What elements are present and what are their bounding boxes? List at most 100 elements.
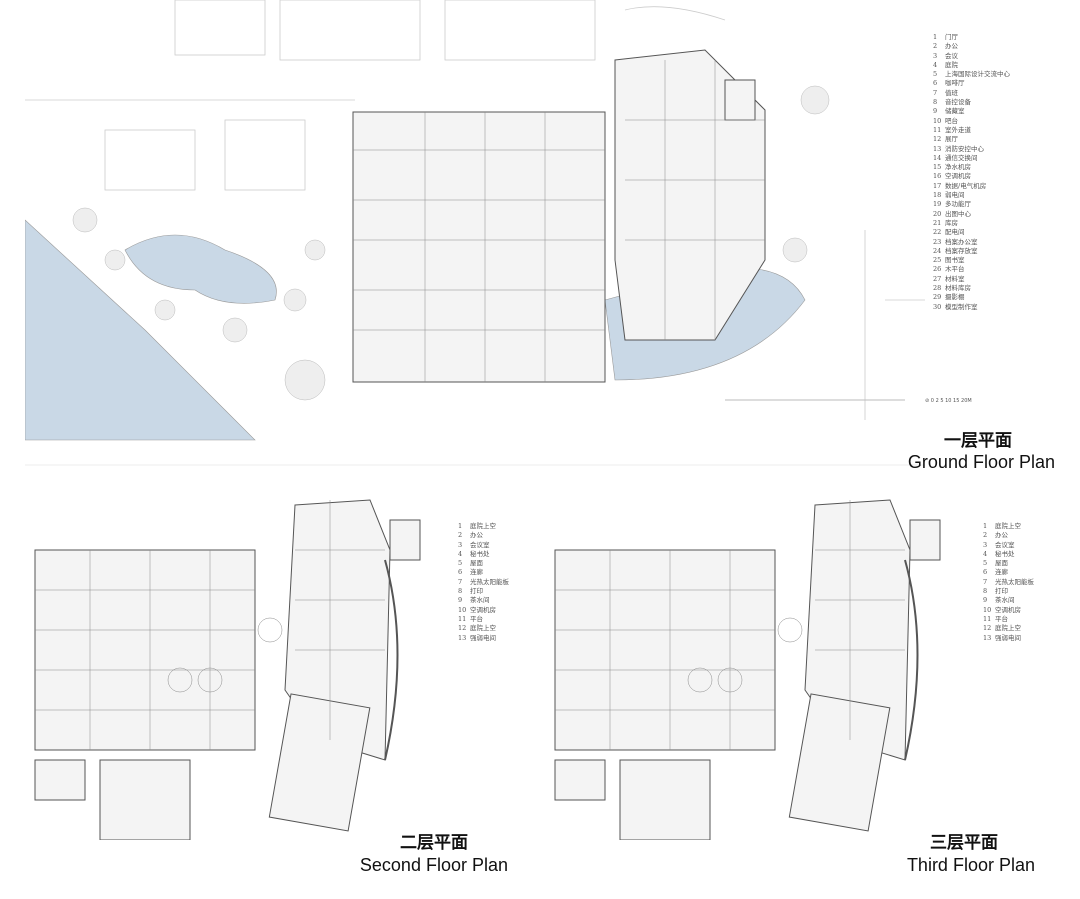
legend-number: 12 bbox=[933, 135, 942, 144]
legend-number: 7 bbox=[983, 577, 988, 586]
legend-number: 8 bbox=[458, 587, 463, 596]
legend-item: 7 光热太阳能板 bbox=[458, 578, 509, 587]
second-floor-title-cn: 二层平面 bbox=[400, 833, 468, 853]
legend-number: 3 bbox=[983, 540, 988, 549]
legend-label: 办公 bbox=[995, 531, 1008, 540]
legend-label: 连廊 bbox=[470, 568, 483, 577]
legend-label: 秘书处 bbox=[995, 549, 1015, 558]
legend-item: 1 庭院上空 bbox=[458, 522, 509, 531]
pond bbox=[124, 234, 277, 304]
legend-item: 1 庭院上空 bbox=[983, 522, 1034, 531]
legend-number: 7 bbox=[458, 577, 463, 586]
legend-number: 9 bbox=[933, 107, 938, 116]
third-floor-plan-drawing bbox=[554, 499, 941, 840]
legend-number: 4 bbox=[933, 60, 938, 69]
legend-label: 消防安控中心 bbox=[945, 144, 984, 153]
legend-number: 27 bbox=[933, 274, 942, 283]
legend-number: 11 bbox=[458, 614, 467, 623]
legend-label: 空调机房 bbox=[945, 172, 971, 181]
legend-item: 9 茶水间 bbox=[983, 596, 1034, 605]
legend-number: 8 bbox=[933, 98, 938, 107]
legend-number: 12 bbox=[458, 624, 467, 633]
third-floor-title-cn: 三层平面 bbox=[930, 833, 998, 853]
legend-label: 庭院上空 bbox=[995, 522, 1021, 530]
legend-label: 展厅 bbox=[945, 135, 958, 144]
legend-label: 办公 bbox=[470, 531, 483, 540]
legend-label: 音控设备 bbox=[945, 98, 971, 107]
legend-number: 10 bbox=[983, 605, 992, 614]
legend-label: 材料库房 bbox=[945, 284, 971, 293]
legend-number: 9 bbox=[458, 596, 463, 605]
legend-label: 室外走道 bbox=[945, 125, 971, 134]
legend-number: 3 bbox=[458, 540, 463, 549]
legend-number: 2 bbox=[458, 531, 463, 540]
legend-label: 庭院 bbox=[945, 60, 958, 69]
legend-item: 9 茶水间 bbox=[458, 596, 509, 605]
legend-label: 光热太阳能板 bbox=[995, 577, 1034, 586]
legend-number: 13 bbox=[983, 633, 992, 642]
legend-number: 20 bbox=[933, 209, 942, 218]
legend-number: 10 bbox=[933, 116, 942, 125]
legend-number: 25 bbox=[933, 256, 942, 265]
legend-number: 7 bbox=[933, 88, 938, 97]
legend-label: 茶水间 bbox=[995, 596, 1015, 605]
legend-label: 强弱电间 bbox=[470, 633, 496, 642]
legend-label: 图书室 bbox=[945, 256, 965, 265]
legend-label: 平台 bbox=[995, 614, 1008, 623]
legend-number: 22 bbox=[933, 228, 942, 237]
legend-item: 9 储藏室 bbox=[933, 107, 1010, 116]
legend-label: 光热太阳能板 bbox=[470, 577, 509, 586]
legend-number: 26 bbox=[933, 265, 942, 274]
legend-label: 弱电间 bbox=[945, 191, 965, 200]
second-floor-title-en: Second Floor Plan bbox=[359, 855, 508, 875]
legend-number: 28 bbox=[933, 284, 942, 293]
legend-label: 平台 bbox=[470, 614, 483, 623]
legend-number: 2 bbox=[933, 42, 938, 51]
legend-number: 21 bbox=[933, 218, 942, 227]
legend-label: 庭院上空 bbox=[470, 522, 496, 530]
legend-number: 12 bbox=[983, 624, 992, 633]
legend-number: 5 bbox=[983, 559, 988, 568]
legend-item: 2 办公 bbox=[458, 531, 509, 540]
legend-label: 会议室 bbox=[995, 540, 1015, 549]
legend-label: 空调机房 bbox=[995, 605, 1021, 614]
ground-floor-plan-drawing bbox=[25, 0, 925, 466]
legend-number: 1 bbox=[458, 522, 463, 530]
legend-label: 材料室 bbox=[945, 274, 965, 283]
legend-label: 屋面 bbox=[995, 559, 1008, 568]
legend-label: 庭院上空 bbox=[470, 624, 496, 633]
legend-number: 9 bbox=[983, 596, 988, 605]
legend-label: 储藏室 bbox=[945, 107, 965, 116]
legend-label: 打印 bbox=[995, 587, 1008, 596]
legend-number: 1 bbox=[983, 522, 988, 530]
legend-label: 档案办公室 bbox=[945, 237, 978, 246]
legend-label: 秘书处 bbox=[470, 549, 490, 558]
scale-bar-label: 0 2 5 10 15 20M bbox=[930, 398, 972, 404]
legend-item: 7 光热太阳能板 bbox=[983, 578, 1034, 587]
legend-label: 净水机房 bbox=[945, 163, 971, 172]
legend-label: 茶水间 bbox=[470, 596, 490, 605]
